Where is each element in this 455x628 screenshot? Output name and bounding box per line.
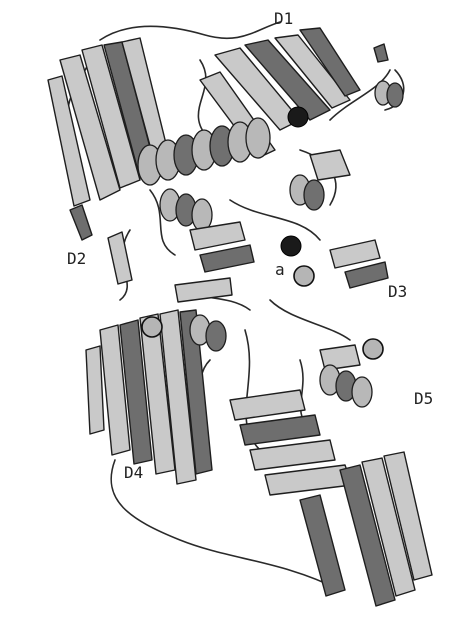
label-d4: D4 <box>124 463 143 482</box>
ion-light-d4 <box>142 317 162 337</box>
label-d1: D1 <box>274 9 293 28</box>
label-d2: D2 <box>67 249 86 268</box>
label-d5: D5 <box>414 389 433 408</box>
label-site-a: a <box>275 260 285 279</box>
domain-d3-sheet <box>330 240 388 288</box>
ion-dark-center <box>281 236 301 256</box>
ion-light-d5 <box>363 339 383 359</box>
ion-dark-d1 <box>288 107 308 127</box>
label-d3: D3 <box>388 282 407 301</box>
domain-d5-sheet <box>230 345 432 606</box>
ion-light-site-a <box>294 266 314 286</box>
